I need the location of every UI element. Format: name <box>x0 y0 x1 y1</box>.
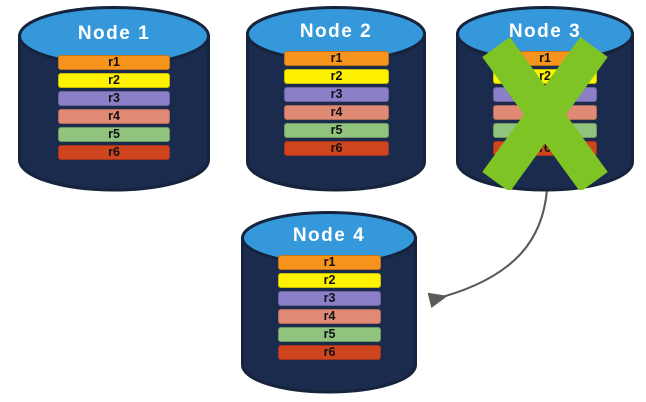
node-2-record-r5[interactable]: r5 <box>284 123 389 138</box>
node-3-record-r3[interactable]: r3 <box>493 87 597 102</box>
node-1-record-label-r2: r2 <box>108 73 120 88</box>
node-1-record-label-r5: r5 <box>108 127 120 142</box>
node-1-record-label-r1: r1 <box>108 55 120 70</box>
replication-arrow <box>427 189 549 309</box>
node-4-record-r2[interactable]: r2 <box>278 273 381 288</box>
node-3-record-r1[interactable]: r1 <box>493 51 597 66</box>
node-2-record-label-r6: r6 <box>330 141 343 156</box>
node-1-record-label-r4: r4 <box>108 109 120 124</box>
node-3-record-label-r1: r1 <box>539 51 551 66</box>
node-2-records: r1 r2 r3 r4 r5 r6 <box>284 51 389 159</box>
node-4-records: r1 r2 r3 r4 r5 r6 <box>278 255 381 363</box>
node-4-record-r3[interactable]: r3 <box>278 291 381 306</box>
node-3-record-r5[interactable]: r5 <box>493 123 597 138</box>
node-2-record-r2[interactable]: r2 <box>284 69 389 84</box>
node-2-record-r1[interactable]: r1 <box>284 51 389 66</box>
node-2-record-label-r2: r2 <box>330 69 343 84</box>
node-4-record-label-r6: r6 <box>323 345 336 360</box>
node-1-record-r1[interactable]: r1 <box>58 55 170 70</box>
node-2-record-r4[interactable]: r4 <box>284 105 389 120</box>
node-3-record-r6[interactable]: r6 <box>493 141 597 156</box>
node-2-record-label-r4: r4 <box>330 105 343 120</box>
node-3-record-label-r6: r6 <box>539 141 551 156</box>
node-3-record-label-r4: r4 <box>539 105 551 120</box>
node-1-record-r5[interactable]: r5 <box>58 127 170 142</box>
node-1-record-label-r6: r6 <box>108 145 120 160</box>
node-4-record-r6[interactable]: r6 <box>278 345 381 360</box>
node-4-record-r1[interactable]: r1 <box>278 255 381 270</box>
node-1-record-r3[interactable]: r3 <box>58 91 170 106</box>
node-2-record-r3[interactable]: r3 <box>284 87 389 102</box>
node-1-records: r1 r2 r3 r4 r5 r6 <box>58 55 170 163</box>
node-1-record-r2[interactable]: r2 <box>58 73 170 88</box>
node-1-record-r4[interactable]: r4 <box>58 109 170 124</box>
node-4-record-label-r4: r4 <box>323 309 336 324</box>
node-2-record-r6[interactable]: r6 <box>284 141 389 156</box>
node-1-record-label-r3: r3 <box>108 91 120 106</box>
node-3-record-r2[interactable]: r2 <box>493 69 597 84</box>
node-4-record-label-r3: r3 <box>323 291 336 306</box>
node-3-record-label-r2: r2 <box>539 69 551 84</box>
node-4-record-label-r2: r2 <box>323 273 336 288</box>
node-3-record-label-r3: r3 <box>539 87 551 102</box>
node-2-record-label-r5: r5 <box>330 123 343 138</box>
node-3-record-r4[interactable]: r4 <box>493 105 597 120</box>
node-2-record-label-r1: r1 <box>330 51 343 66</box>
node-4-record-label-r1: r1 <box>323 255 336 270</box>
node-4-record-label-r5: r5 <box>323 327 336 342</box>
node-4-record-r4[interactable]: r4 <box>278 309 381 324</box>
node-4-record-r5[interactable]: r5 <box>278 327 381 342</box>
node-3-records: r1 r2 r3 r4 r5 r6 <box>493 51 597 159</box>
node-2-record-label-r3: r3 <box>330 87 343 102</box>
node-3-record-label-r5: r5 <box>539 123 551 138</box>
node-1-record-r6[interactable]: r6 <box>58 145 170 160</box>
